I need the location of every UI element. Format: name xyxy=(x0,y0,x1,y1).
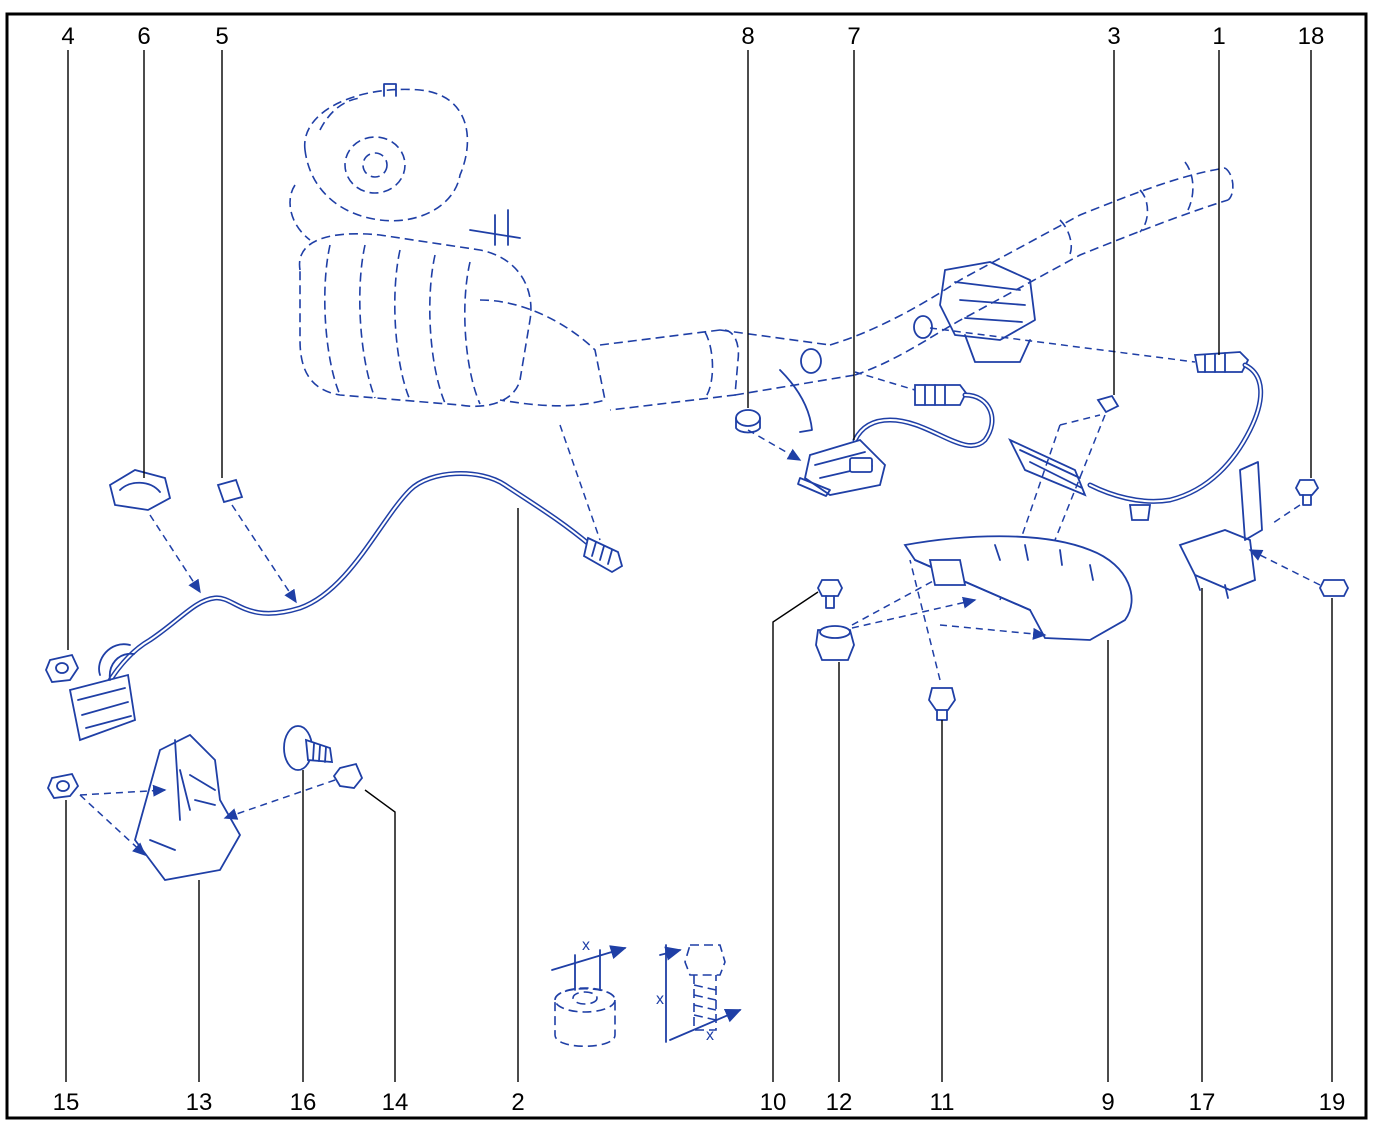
bottom-callout-14: 14 xyxy=(382,1089,409,1116)
part-9-bracket xyxy=(903,535,1133,641)
bottom-callout-16: 16 xyxy=(290,1089,317,1116)
exhaust-assembly-outline xyxy=(289,83,1234,433)
part-8-nut xyxy=(735,409,802,461)
bottom-leader-14 xyxy=(364,789,396,1082)
part-18-bolt xyxy=(1269,479,1320,526)
part-19-nut xyxy=(1248,549,1350,597)
bottom-callout-12: 12 xyxy=(826,1089,853,1116)
top-callout-4: 4 xyxy=(61,23,74,50)
dimension-legend: x x x xyxy=(551,937,742,1048)
part-7-sensor-module xyxy=(797,371,995,497)
top-callout-18: 18 xyxy=(1298,23,1325,50)
diagram-frame xyxy=(5,12,1368,1120)
bottom-callout-2: 2 xyxy=(511,1089,524,1116)
bottom-callout-17: 17 xyxy=(1189,1089,1216,1116)
bottom-callout-11: 11 xyxy=(930,1089,955,1116)
nut-dimension-label: x xyxy=(582,937,590,954)
callouts-top: 4 6 5 8 7 3 1 18 xyxy=(61,23,1324,650)
part-17-bracket xyxy=(1178,461,1263,599)
top-callout-7: 7 xyxy=(847,23,860,50)
part-2-sensor-harness xyxy=(68,424,624,742)
top-callout-8: 8 xyxy=(741,23,754,50)
part-14-nut xyxy=(223,762,364,820)
bottom-callout-10: 10 xyxy=(760,1089,787,1116)
top-callout-6: 6 xyxy=(137,23,150,50)
part-16-stud xyxy=(283,725,334,771)
part-15-nut xyxy=(46,772,167,857)
callouts-bottom: 15 13 16 14 2 10 12 11 9 17 19 xyxy=(53,508,1346,1116)
bolt-height-dimension-label: x xyxy=(656,991,664,1008)
bottom-callout-13: 13 xyxy=(186,1089,213,1116)
bottom-leader-10 xyxy=(772,591,819,1082)
part-6-clip xyxy=(108,469,201,594)
part-11-bolt xyxy=(909,559,956,721)
top-callout-3: 3 xyxy=(1107,23,1120,50)
part-10-bolt xyxy=(816,579,844,609)
bolt-width-dimension-label: x xyxy=(706,1027,714,1044)
bottom-callout-19: 19 xyxy=(1319,1089,1346,1116)
part-13-bracket xyxy=(134,733,242,881)
part-5-sleeve xyxy=(216,478,297,604)
part-4-nut xyxy=(45,653,80,683)
part-12-nut xyxy=(815,579,975,661)
part-1-lambda-sensor xyxy=(929,327,1264,521)
top-callout-5: 5 xyxy=(215,23,228,50)
top-callout-1: 1 xyxy=(1212,23,1225,50)
bottom-callout-15: 15 xyxy=(53,1089,80,1116)
bottom-callout-9: 9 xyxy=(1101,1089,1114,1116)
